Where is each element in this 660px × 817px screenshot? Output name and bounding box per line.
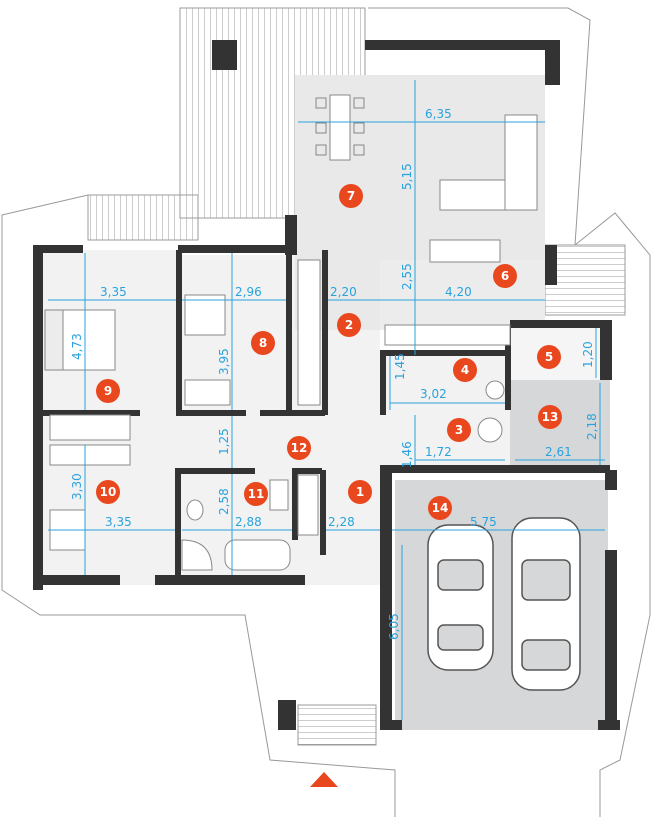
dim-label: 1,46	[400, 441, 414, 468]
room-marker-5: 5	[537, 345, 561, 369]
svg-text:12: 12	[291, 441, 308, 455]
dim-label: 3,35	[100, 285, 127, 299]
svg-text:10: 10	[100, 485, 117, 499]
sink-icon	[269, 479, 289, 511]
sofa-icon	[439, 114, 538, 211]
shower-icon	[181, 539, 213, 571]
dim-label: 2,28	[328, 515, 355, 529]
dim-label: 3,02	[420, 387, 447, 401]
room-marker-4: 4	[453, 358, 477, 382]
dim-label: 2,96	[235, 285, 262, 299]
terrace-left	[87, 194, 199, 241]
dim-label: 6,05	[387, 613, 401, 640]
entrance-porch	[297, 704, 377, 746]
dimension-lines	[48, 80, 605, 720]
washer-icon	[485, 380, 505, 400]
wardrobe-room9	[49, 414, 131, 441]
terrace-right	[544, 244, 626, 316]
dim-label: 2,18	[585, 413, 599, 440]
room-marker-3: 3	[447, 418, 471, 442]
dim-label: 3,30	[70, 473, 84, 500]
kitchen-counter	[384, 324, 511, 346]
room-marker-9: 9	[96, 379, 120, 403]
room-marker-1: 1	[348, 480, 372, 504]
dim-label: 4,20	[445, 285, 472, 299]
svg-text:1: 1	[356, 485, 364, 499]
armchair-icon	[184, 379, 231, 406]
toilet-icon	[186, 499, 204, 521]
room-marker-2: 2	[337, 313, 361, 337]
dim-label: 3,35	[105, 515, 132, 529]
room-marker-7: 7	[339, 184, 363, 208]
room-marker-8: 8	[251, 331, 275, 355]
dim-label: 2,88	[235, 515, 262, 529]
room-marker-11: 11	[244, 482, 268, 506]
dim-label: 6,35	[425, 107, 452, 121]
svg-text:4: 4	[461, 363, 469, 377]
room-marker-14: 14	[428, 496, 452, 520]
svg-text:3: 3	[455, 423, 463, 437]
dim-label: 5,75	[470, 515, 497, 529]
svg-text:6: 6	[501, 269, 509, 283]
furniture	[44, 94, 538, 571]
dim-label: 2,61	[545, 445, 572, 459]
room-marker-6: 6	[493, 264, 517, 288]
wardrobe-room10	[49, 444, 131, 466]
car-icon	[427, 517, 581, 691]
svg-text:11: 11	[248, 487, 265, 501]
walls	[33, 40, 620, 730]
room-marker-13: 13	[538, 405, 562, 429]
svg-text:13: 13	[542, 410, 559, 424]
dim-label: 2,58	[217, 488, 231, 515]
wardrobe-hall	[297, 259, 321, 406]
dim-label: 3,95	[217, 348, 231, 375]
dimension-labels: 6,35 5,15 2,55 4,20 3,35 2,96 2,20 4,73 …	[70, 107, 599, 640]
toilet-room3	[477, 417, 503, 443]
svg-text:9: 9	[104, 384, 112, 398]
dim-label: 5,15	[400, 163, 414, 190]
wardrobe-hall2	[297, 474, 319, 536]
svg-text:8: 8	[259, 336, 267, 350]
bed-icon	[44, 309, 116, 371]
svg-text:7: 7	[347, 189, 355, 203]
room-marker-10: 10	[96, 480, 120, 504]
dim-label: 1,72	[425, 445, 452, 459]
svg-text:5: 5	[545, 350, 553, 364]
room-marker-12: 12	[287, 436, 311, 460]
entrance-arrow-icon	[310, 772, 338, 787]
desk-icon	[184, 294, 226, 336]
dim-label: 2,55	[400, 263, 414, 290]
bathtub-icon	[224, 539, 291, 571]
svg-text:2: 2	[345, 318, 353, 332]
dim-label: 4,73	[70, 333, 84, 360]
dim-label: 2,20	[330, 285, 357, 299]
dim-label: 1,20	[581, 341, 595, 368]
room-markers: 1 2 3 4 5 6 7 8 9 10 11 12 13 14	[96, 184, 562, 520]
dim-label: 1,45	[393, 353, 407, 380]
kitchen-island	[429, 239, 501, 263]
svg-text:14: 14	[432, 501, 449, 515]
dim-label: 1,25	[217, 428, 231, 455]
dining-table-icon	[315, 94, 365, 161]
